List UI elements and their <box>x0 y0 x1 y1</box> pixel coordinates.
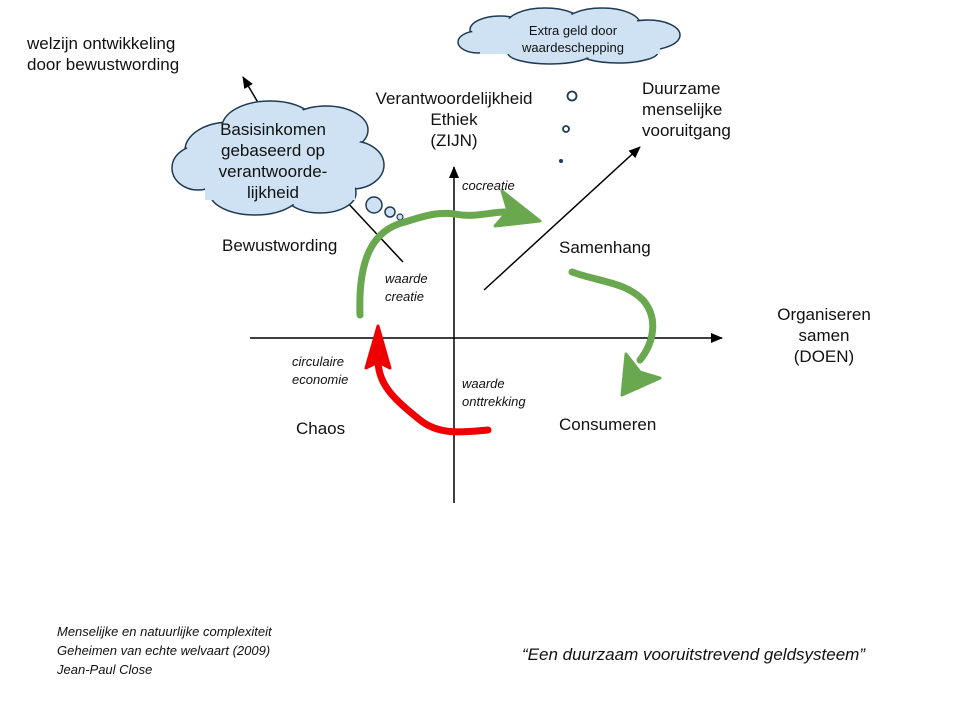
basisinkomen-cloud-text: Basisinkomen gebaseerd op verantwoorde- … <box>218 120 328 202</box>
bewustwording-label: Bewustwording <box>222 236 338 255</box>
cloud-pointer-line <box>344 199 404 263</box>
verantwoordelijkheid-label: Verantwoordelijkheid Ethiek (ZIJN) <box>375 89 533 150</box>
welzijn-label: welzijn ontwikkeling door bewustwording <box>27 34 180 74</box>
circulaire-economie-label: circulaire economie <box>292 354 349 387</box>
extra-geld-cloud <box>457 7 681 163</box>
red-curve <box>374 356 492 436</box>
quote-text: “Een duurzaam vooruitstrevend geldsystee… <box>522 645 865 664</box>
progress-diagonal-arrow <box>483 146 641 291</box>
cocreatie-label: cocreatie <box>462 178 515 193</box>
samenhang-label: Samenhang <box>559 238 651 257</box>
green-arrowhead-cocreatie <box>493 189 542 228</box>
waarde-creatie-label: waarde creatie <box>385 271 428 304</box>
green-curve-creation <box>356 208 509 319</box>
credits-text: Menselijke en natuurlijke complexiteit G… <box>57 624 272 677</box>
consumeren-label: Consumeren <box>559 415 657 434</box>
waarde-onttrekking-label: waarde onttrekking <box>462 376 526 409</box>
chaos-label: Chaos <box>296 419 346 438</box>
organiseren-label: Organiseren samen (DOEN) <box>777 305 871 366</box>
duurzame-label: Duurzame menselijke vooruitgang <box>642 79 731 140</box>
green-arrowhead-consumeren <box>620 352 662 397</box>
basisinkomen-cloud <box>171 100 404 221</box>
extra-geld-cloud-text: Extra geld door waardeschepping <box>522 23 624 55</box>
green-curve-consumption <box>568 268 657 364</box>
red-arrowhead <box>364 324 392 370</box>
